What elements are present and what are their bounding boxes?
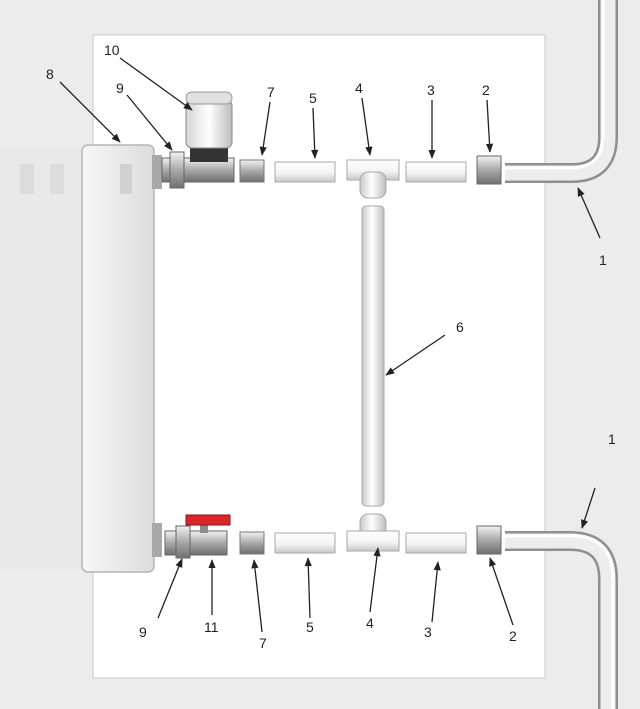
fitting-7-top (239, 159, 265, 183)
leader-lines (59, 57, 601, 633)
mounting-board (92, 34, 546, 679)
label-4-bot: 4 (366, 615, 374, 631)
label-4-top: 4 (355, 80, 363, 96)
label-1-top: 1 (599, 252, 607, 268)
label-1-bot: 1 (608, 431, 616, 447)
label-9-bot: 9 (139, 624, 147, 640)
label-8: 8 (46, 66, 54, 82)
label-7-top: 7 (267, 84, 275, 100)
label-6: 6 (456, 319, 464, 335)
pipe-6 (361, 205, 385, 507)
tee-4-top (346, 159, 400, 199)
label-10: 10 (104, 42, 120, 58)
fitting-7-bot (239, 531, 265, 555)
pipe-3-bot (405, 532, 467, 554)
radiator (0, 144, 162, 573)
tee-4-bot (346, 513, 400, 552)
label-2-top: 2 (482, 82, 490, 98)
label-11: 11 (204, 619, 219, 635)
nut-2-top (476, 155, 502, 185)
label-9-top: 9 (116, 80, 124, 96)
pipe-5-top (274, 161, 336, 183)
label-5-bot: 5 (306, 619, 314, 635)
label-3-top: 3 (427, 82, 435, 98)
label-3-bot: 3 (424, 624, 432, 640)
label-7-bot: 7 (259, 635, 267, 651)
thermostatic-valve (161, 91, 235, 189)
label-5-top: 5 (309, 90, 317, 106)
nut-2-bot (476, 525, 502, 555)
pipe-3-top (405, 161, 467, 183)
ball-valve (164, 514, 231, 559)
pipe-5-bot (274, 532, 336, 554)
label-2-bot: 2 (509, 628, 517, 644)
